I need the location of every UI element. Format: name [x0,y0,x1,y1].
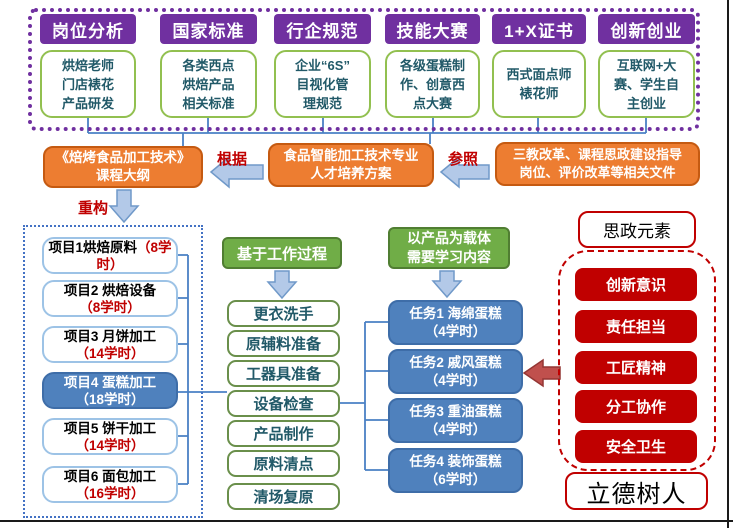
project-2-name: 项目2 烘焙设备 [63,282,157,298]
connector-lines [87,118,647,485]
bottom-edge-line [0,520,733,522]
project-4-selected: 项目4 蛋糕加工（18学时） [42,372,178,409]
source-header-national-standard: 国家标准 [160,14,257,44]
talent-plan-box: 食品智能加工技术专业 人才培养方案 [268,143,434,187]
arrow-down-icon [431,270,463,299]
project-1-name: 项目1烘焙原料 [48,239,137,255]
source-header-skill-contest: 技能大赛 [385,14,480,44]
source-body-industry-norms: 企业“6S” 目视化管 理规范 [274,50,371,118]
step-change-wash: 更衣洗手 [227,300,340,327]
source-header-innovation: 创新创业 [598,14,695,44]
source-body-national-standard: 各类西点 烘焙产品 相关标准 [160,50,257,118]
project-1-hours: （8学时） [96,239,172,272]
ideology-header: 思政元素 [578,211,696,248]
project-6: 项目6 面包加工（16学时） [42,466,178,503]
task-2-hours: （4学时） [424,372,487,388]
source-header-job-analysis: 岗位分析 [40,14,136,44]
project-6-name: 项目6 面包加工 [63,468,157,484]
task-1: 任务1 海绵蛋糕 （4学时） [388,300,523,345]
task-3: 任务3 重油蛋糕 （4学时） [388,398,523,443]
project-5-hours: （14学时） [75,437,145,453]
project-4-name: 项目4 蛋糕加工 [63,374,157,390]
ideology-dashed-frame [558,250,716,471]
task-1-name: 任务1 海绵蛋糕 [409,305,502,321]
step-equipment-check: 设备检查 [227,390,340,417]
project-2: 项目2 烘焙设备（8学时） [42,280,178,317]
arrow-left-icon [439,155,490,189]
source-header-1x-certificate: 1+X证书 [492,14,586,44]
source-body-job-analysis: 烘焙老师 门店裱花 产品研发 [40,50,136,118]
based-on-label: 根据 [217,151,248,168]
source-header-industry-norms: 行企规范 [274,14,371,44]
rebuild-label: 重构 [78,200,109,217]
project-1: 项目1烘焙原料（8学时） [42,237,178,274]
step-production: 产品制作 [227,420,340,447]
ideology-craftsmanship: 工匠精神 [575,351,697,384]
project-3: 项目3 月饼加工（14学时） [42,326,178,363]
project-5: 项目5 饼干加工（14学时） [42,418,178,455]
task-1-hours: （4学时） [424,323,487,339]
projects-dotted-frame [23,225,203,518]
task-4-name: 任务4 装饰蛋糕 [409,453,502,469]
project-4-hours: （18学时） [75,391,145,407]
ideology-safety: 安全卫生 [575,430,697,463]
source-body-innovation: 互联网+大 赛、学生自 主创业 [598,50,695,118]
project-3-name: 项目3 月饼加工 [63,328,157,344]
process-header: 基于工作过程 [222,237,342,269]
task-2-name: 任务2 戚风蛋糕 [409,354,502,370]
arrow-down-icon [266,270,298,300]
sources-dotted-frame [28,8,700,131]
step-inventory: 原料清点 [227,450,340,477]
arrow-left-red-icon [522,358,561,388]
ideology-teamwork: 分工协作 [575,390,697,423]
task-3-name: 任务3 重油蛋糕 [409,403,502,419]
step-ingredients: 原辅料准备 [227,330,340,357]
course-syllabus-box: 《焙烤食品加工技术》 课程大纲 [43,146,203,188]
tasks-header: 以产品为载体 需要学习内容 [388,227,510,269]
task-4-hours: （6学时） [424,471,487,487]
source-body-skill-contest: 各级蛋糕制 作、创意西 点大赛 [385,50,480,118]
task-4: 任务4 装饰蛋糕 （6学时） [388,448,523,493]
refer-label: 参照 [448,151,479,168]
project-2-hours: （8学时） [79,299,141,315]
ideology-responsibility: 责任担当 [575,310,697,343]
ideology-innovation: 创新意识 [575,268,697,301]
policy-documents-box: 三教改革、课程思政建设指导 岗位、评价改革等相关文件 [495,142,700,186]
project-6-hours: （16学时） [75,485,145,501]
arrow-down-icon [108,189,140,224]
step-cleanup: 清场复原 [227,483,340,510]
arrow-left-icon [209,155,264,189]
ideology-footer: 立德树人 [565,472,708,510]
right-edge-line [727,0,729,528]
project-3-hours: （14学时） [75,345,145,361]
task-2: 任务2 戚风蛋糕 （4学时） [388,349,523,394]
project-5-name: 项目5 饼干加工 [63,420,157,436]
source-body-1x-certificate: 西式面点师 裱花师 [492,50,586,118]
task-3-hours: （4学时） [424,421,487,437]
step-tools: 工器具准备 [227,360,340,387]
